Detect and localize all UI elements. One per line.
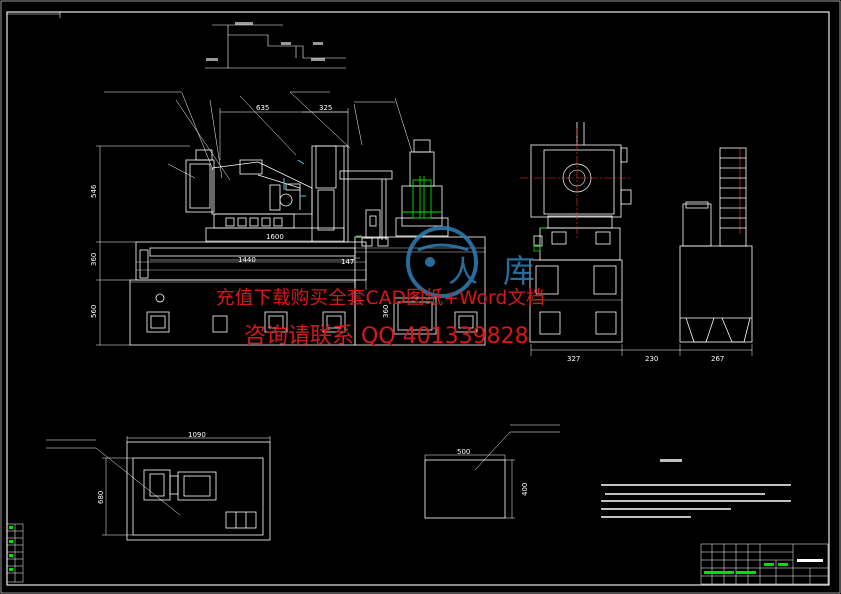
dim-560: 560 — [90, 305, 98, 318]
foundation-a-dim-texts: 1090 680 — [97, 431, 206, 504]
dim-500: 500 — [457, 448, 470, 456]
side-view-green — [533, 227, 546, 252]
dim-1600: 1600 — [266, 233, 284, 241]
dim-360: 360 — [90, 253, 98, 266]
dim-267: 267 — [711, 355, 724, 363]
watermark-logo-glyph: 人 — [448, 255, 478, 290]
dim-230: 230 — [645, 355, 658, 363]
dim-147: 147 — [341, 258, 354, 266]
dim-1090: 1090 — [188, 431, 206, 439]
dim-1440: 1440 — [238, 256, 256, 264]
foundation-plan-b — [424, 424, 560, 519]
watermark-line-2: 咨询请联系 QQ 401339828 — [244, 324, 529, 349]
foundation-b-dim-texts: 500 400 — [457, 448, 529, 496]
watermark-line-1: 充值下载购买全套CAD图纸+Word文档 — [216, 288, 545, 309]
dim-546: 546 — [90, 184, 98, 198]
dim-680: 680 — [97, 491, 105, 504]
side-view — [529, 122, 753, 356]
top-schematic — [205, 22, 346, 69]
front-view-dim-texts: 546 360 560 635 325 1600 1440 360 147 — [90, 104, 390, 318]
side-view-dim-texts: 327 230 267 — [567, 355, 724, 363]
foundation-plan-a — [46, 436, 271, 541]
side-view-centerlines — [520, 128, 741, 238]
title-block — [700, 543, 829, 585]
front-view-highlights — [283, 159, 442, 237]
front-view-dimensions — [96, 108, 367, 346]
binding-strip — [6, 523, 24, 583]
technical-notes — [601, 459, 791, 518]
dim-635: 635 — [256, 104, 269, 112]
watermark-logo-glyph-2: 库 — [503, 252, 535, 290]
watermark-logo: 人 库 — [406, 226, 535, 298]
dim-327: 327 — [567, 355, 580, 363]
dim-325: 325 — [319, 104, 332, 112]
dim-400: 400 — [521, 483, 529, 496]
dim-360-cabinet: 360 — [382, 305, 390, 318]
right-view — [679, 147, 753, 343]
